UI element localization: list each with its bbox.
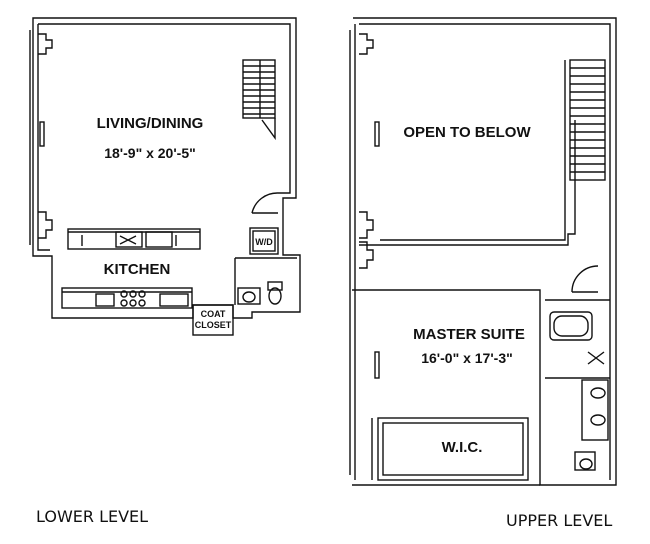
lower-level-title: LOWER LEVEL: [36, 507, 148, 526]
kitchen-label: KITCHEN: [104, 261, 171, 278]
lower-column: [38, 33, 53, 55]
kitchen-counter: [61, 287, 193, 309]
lower-inner-wall: [37, 23, 291, 251]
washer-dryer-label: W/D: [255, 237, 273, 247]
kitchen-island: [67, 228, 201, 250]
coat-closet-label-line1: COAT: [201, 309, 226, 319]
upper-level-title: UPPER LEVEL: [506, 511, 612, 530]
washer-dryer-box: [252, 230, 276, 252]
living-dining-label: LIVING/DINING: [97, 115, 204, 132]
upper-outer-wall: [352, 17, 617, 486]
upper-bathroom: [545, 299, 610, 471]
lower-entry-door: [251, 192, 279, 214]
upper-level-plan: [349, 17, 617, 486]
lower-bathroom: [234, 257, 297, 305]
washer-dryer-closet: [249, 227, 279, 255]
upper-column: [359, 211, 374, 239]
lower-stairs: [242, 59, 276, 141]
master-suite-dims: 16'-0" x 17'-3": [421, 350, 513, 366]
open-to-below-railing: [380, 60, 576, 246]
living-dining-dims: 18'-9" x 20'-5": [104, 145, 196, 161]
upper-inner-wall: [359, 23, 611, 480]
walk-in-closet: [371, 417, 529, 481]
master-suite-label: MASTER SUITE: [413, 326, 525, 343]
lower-level-plan: [29, 17, 301, 336]
lower-column: [38, 211, 53, 239]
upper-column: [359, 241, 374, 269]
coat-closet-label-line2: CLOSET: [195, 320, 232, 330]
upper-window-slot: [374, 351, 380, 379]
lower-outer-wall: [32, 17, 301, 319]
upper-window-slot: [374, 121, 380, 147]
coat-closet-box: [192, 304, 234, 336]
wic-label: W.I.C.: [442, 439, 483, 456]
lower-window-slot: [39, 121, 45, 147]
upper-stairs: [569, 59, 606, 181]
upper-door: [571, 265, 599, 293]
open-to-below-label: OPEN TO BELOW: [403, 124, 531, 141]
upper-column: [359, 33, 374, 55]
